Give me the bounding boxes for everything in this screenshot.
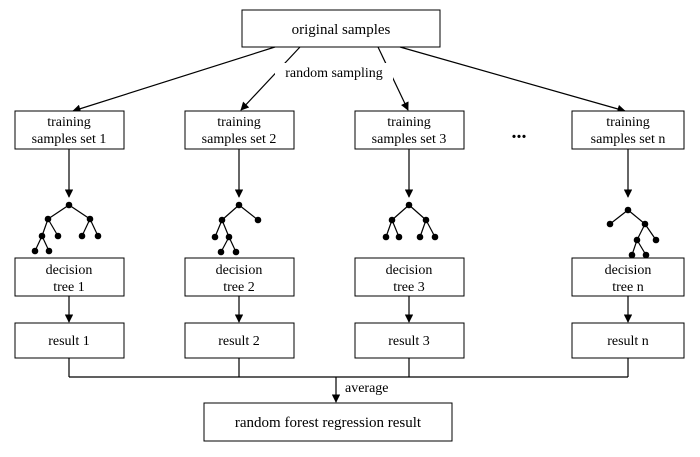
original-samples-label: original samples: [292, 22, 391, 38]
decision-tree-3-line1: decision: [386, 263, 433, 278]
training-set-n-line2: samples set n: [591, 132, 666, 147]
result-2-label: result 2: [218, 334, 260, 349]
training-set-2-line1: training: [217, 115, 261, 130]
original-samples-node: original samples: [241, 9, 441, 48]
decision-tree-n-line1: decision: [605, 263, 652, 278]
training-set-2-line2: samples set 2: [202, 132, 277, 147]
sampling-arrow-n: [399, 46, 626, 113]
training-set-n-line1: training: [606, 115, 650, 130]
training-set-1-line1: training: [47, 115, 91, 130]
result-3-label: result 3: [388, 334, 430, 349]
tree-icon: [31, 201, 102, 255]
result-n: result n: [571, 322, 685, 359]
result-3: result 3: [354, 322, 465, 359]
ellipsis: ...: [512, 121, 527, 143]
training-set-n: training samples set n: [571, 110, 685, 150]
training-set-3: training samples set 3: [354, 110, 465, 150]
result-1-label: result 1: [48, 334, 90, 349]
result-2: result 2: [184, 322, 295, 359]
tree-icon: [606, 206, 660, 259]
final-result-node: random forest regression result: [203, 402, 453, 442]
decision-tree-3-line2: tree 3: [393, 280, 424, 295]
decision-tree-2-line1: decision: [216, 263, 263, 278]
training-set-1-line2: samples set 1: [32, 132, 107, 147]
decision-tree-3: decision tree 3: [354, 257, 465, 297]
final-result-label: random forest regression result: [235, 415, 422, 431]
result-n-label: result n: [607, 334, 649, 349]
result-1: result 1: [14, 322, 125, 359]
decision-tree-2: decision tree 2: [184, 257, 295, 297]
decision-tree-n-line2: tree n: [612, 280, 643, 295]
aggregation-bracket: [68, 358, 629, 378]
sampling-arrow-2: [240, 46, 301, 111]
training-set-3-line2: samples set 3: [372, 132, 447, 147]
training-set-2: training samples set 2: [184, 110, 295, 150]
decision-tree-2-line2: tree 2: [223, 280, 254, 295]
training-set-1: training samples set 1: [14, 110, 125, 150]
average-label: average: [345, 381, 389, 396]
sampling-label-bg: [275, 63, 393, 81]
tree-icon: [382, 201, 439, 241]
decision-tree-n: decision tree n: [571, 257, 685, 297]
decision-tree-1: decision tree 1: [14, 257, 125, 297]
sampling-arrow-1: [72, 46, 276, 113]
decision-tree-1-line1: decision: [46, 263, 93, 278]
tree-icon: [211, 201, 262, 256]
training-set-3-line1: training: [387, 115, 431, 130]
sampling-arrows: [72, 46, 626, 113]
decision-tree-1-line2: tree 1: [53, 280, 84, 295]
random-sampling-label: random sampling: [285, 66, 383, 81]
